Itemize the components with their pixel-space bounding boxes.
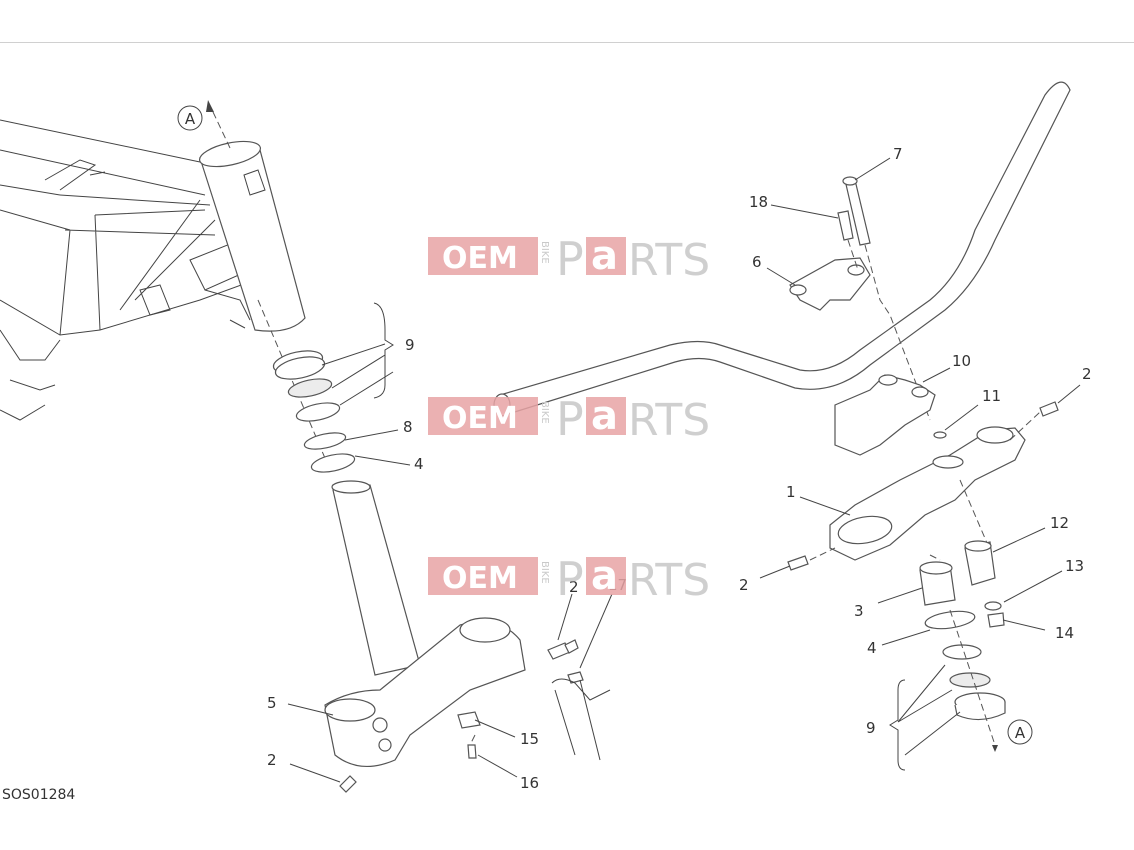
watermark-top: OEM BIKE P a RTS xyxy=(428,232,710,286)
reference-mark-a-top: A xyxy=(185,110,196,128)
callout-1: 1 xyxy=(786,483,796,501)
svg-text:a: a xyxy=(591,393,618,439)
svg-text:OEM: OEM xyxy=(442,241,518,276)
watermark-bottom: OEM BIKE P a RTS xyxy=(428,552,710,606)
lower-steering-yoke xyxy=(324,480,526,768)
svg-text:P: P xyxy=(556,232,584,286)
callout-18: 18 xyxy=(749,193,768,211)
svg-text:BIKE: BIKE xyxy=(539,401,550,424)
callout-3: 3 xyxy=(854,602,864,620)
svg-text:RTS: RTS xyxy=(628,395,710,446)
svg-text:RTS: RTS xyxy=(628,555,710,606)
frame-drawing xyxy=(0,119,306,421)
svg-text:OEM: OEM xyxy=(442,561,518,596)
leader-lines xyxy=(287,157,1081,783)
callout-15: 15 xyxy=(520,730,539,748)
upper-triple-clamp xyxy=(787,401,1059,571)
svg-text:P: P xyxy=(556,392,584,446)
callout-5: 5 xyxy=(267,694,277,712)
callout-12: 12 xyxy=(1050,514,1069,532)
callout-8: 8 xyxy=(403,418,413,436)
svg-text:a: a xyxy=(591,233,618,279)
callout-2-bottom: 2 xyxy=(267,751,277,769)
callout-2-yoke: 2 xyxy=(569,578,579,596)
svg-text:BIKE: BIKE xyxy=(539,241,550,264)
watermark-middle: OEM BIKE P a RTS xyxy=(428,392,710,446)
callout-9-left: 9 xyxy=(405,336,415,354)
header-divider xyxy=(0,42,1134,43)
callout-6: 6 xyxy=(752,253,762,271)
callout-2-left-yoke: 2 xyxy=(739,576,749,594)
svg-text:BIKE: BIKE xyxy=(539,561,550,584)
svg-text:P: P xyxy=(556,552,584,606)
handlebar-upper-clamp xyxy=(789,176,931,421)
callout-9-right: 9 xyxy=(866,719,876,737)
callout-11: 11 xyxy=(982,387,1001,405)
callout-10: 10 xyxy=(952,352,971,370)
svg-text:OEM: OEM xyxy=(442,401,518,436)
upper-bearing-kit xyxy=(272,350,356,473)
callout-2-right: 2 xyxy=(1082,365,1092,383)
axis-a-right: A xyxy=(1007,719,1033,745)
callout-13: 13 xyxy=(1065,557,1084,575)
callout-4-right: 4 xyxy=(867,639,877,657)
reference-mark-a-bottom: A xyxy=(1015,724,1026,742)
callout-7: 7 xyxy=(893,145,903,163)
svg-text:a: a xyxy=(591,553,618,599)
drawing-code: SOS01284 xyxy=(2,787,76,803)
right-lower-stack xyxy=(919,540,1006,752)
callout-14: 14 xyxy=(1055,624,1074,642)
callout-16: 16 xyxy=(520,774,539,792)
svg-text:RTS: RTS xyxy=(628,235,710,286)
callout-4-left: 4 xyxy=(414,455,424,473)
handlebar-lower-clamp xyxy=(834,374,947,456)
yoke-screws xyxy=(339,639,611,793)
